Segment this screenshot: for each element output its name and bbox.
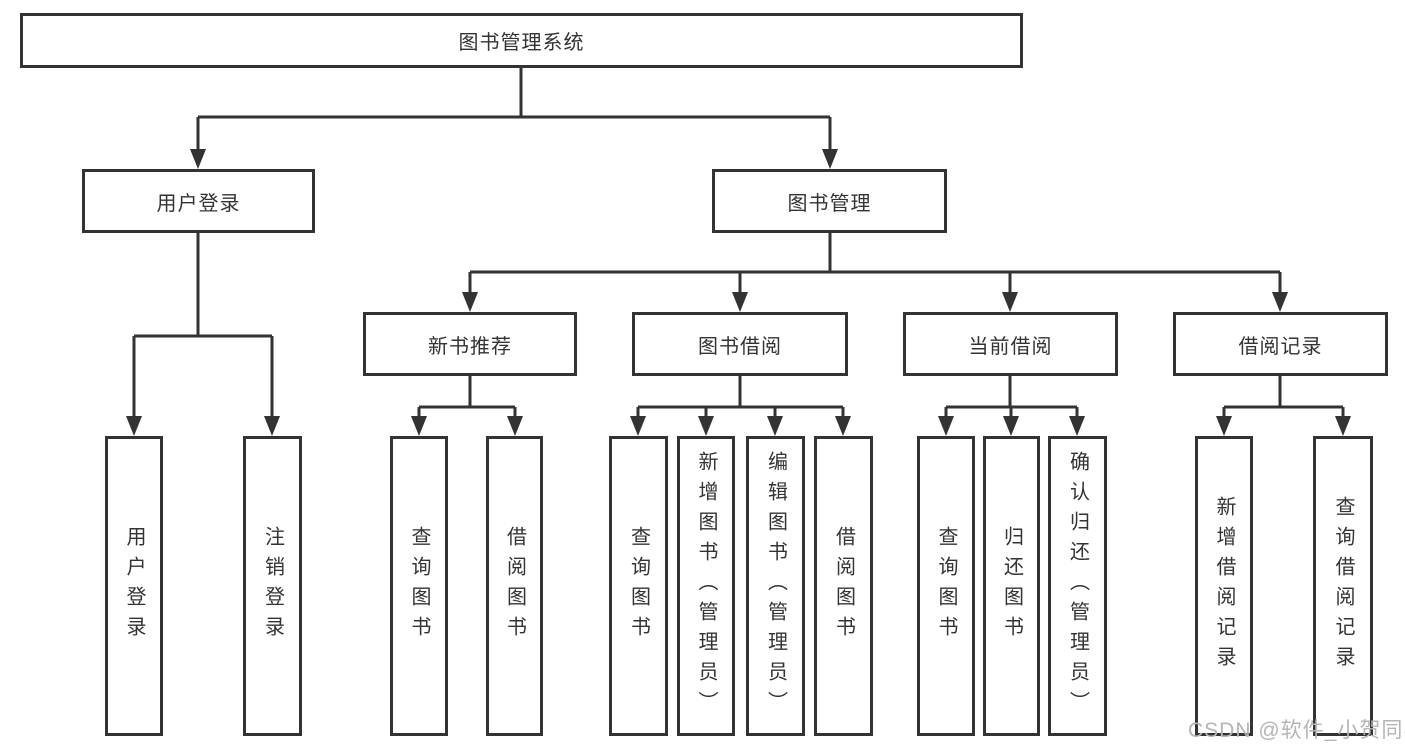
leaf-confirm-return-admin: 确认归还（管理员） — [1048, 436, 1107, 736]
leaf-query-borrow-record: 查询借阅记录 — [1313, 436, 1373, 736]
node-borrow-records: 借阅记录 — [1173, 312, 1388, 376]
leaf-user-login: 用户登录 — [105, 436, 163, 736]
node-label: 查询图书 — [408, 526, 430, 646]
leaf-query-book-borrow: 查询图书 — [609, 436, 668, 736]
node-book-borrow: 图书借阅 — [632, 312, 848, 376]
node-label: 查询图书 — [935, 526, 957, 646]
node-label: 图书管理 — [787, 192, 872, 215]
leaf-logout: 注销登录 — [243, 436, 302, 736]
node-label: 归还图书 — [1000, 526, 1023, 646]
node-label: 用户登录 — [156, 192, 241, 215]
leaf-edit-book-admin: 编辑图书（管理员） — [746, 436, 805, 736]
node-label: 借阅图书 — [503, 526, 526, 646]
node-label: 注销登录 — [261, 526, 284, 646]
node-label: 用户登录 — [123, 526, 145, 646]
node-label: 当前借阅 — [968, 335, 1053, 358]
node-label: 新书推荐 — [428, 335, 512, 358]
node-label: 查询图书 — [627, 526, 650, 646]
leaf-add-borrow-record: 新增借阅记录 — [1195, 436, 1253, 736]
node-label: 编辑图书（管理员） — [764, 451, 787, 721]
node-library-management-system: 图书管理系统 — [20, 13, 1023, 68]
node-label: 借阅记录 — [1238, 335, 1323, 358]
leaf-borrow-book: 借阅图书 — [814, 436, 873, 736]
node-label: 借阅图书 — [832, 526, 855, 646]
leaf-add-book-admin: 新增图书（管理员） — [677, 436, 735, 736]
node-current-borrow: 当前借阅 — [903, 312, 1118, 376]
watermark: CSDN @软件_小贺同学 — [1188, 719, 1405, 742]
node-user-login: 用户登录 — [82, 169, 315, 233]
node-book-management: 图书管理 — [712, 169, 947, 233]
node-new-book-recommend: 新书推荐 — [363, 312, 577, 376]
node-label: 新增图书（管理员） — [695, 451, 717, 721]
leaf-return-book: 归还图书 — [983, 436, 1040, 736]
node-label: 图书借阅 — [698, 335, 782, 358]
node-label: 新增借阅记录 — [1213, 496, 1235, 676]
leaf-query-book-current: 查询图书 — [917, 436, 975, 736]
leaf-query-book-recommend: 查询图书 — [390, 436, 448, 736]
node-label: 确认归还（管理员） — [1066, 451, 1089, 721]
leaf-borrow-book-recommend: 借阅图书 — [486, 436, 543, 736]
node-label: 查询借阅记录 — [1332, 496, 1354, 676]
node-label: 图书管理系统 — [458, 32, 585, 54]
